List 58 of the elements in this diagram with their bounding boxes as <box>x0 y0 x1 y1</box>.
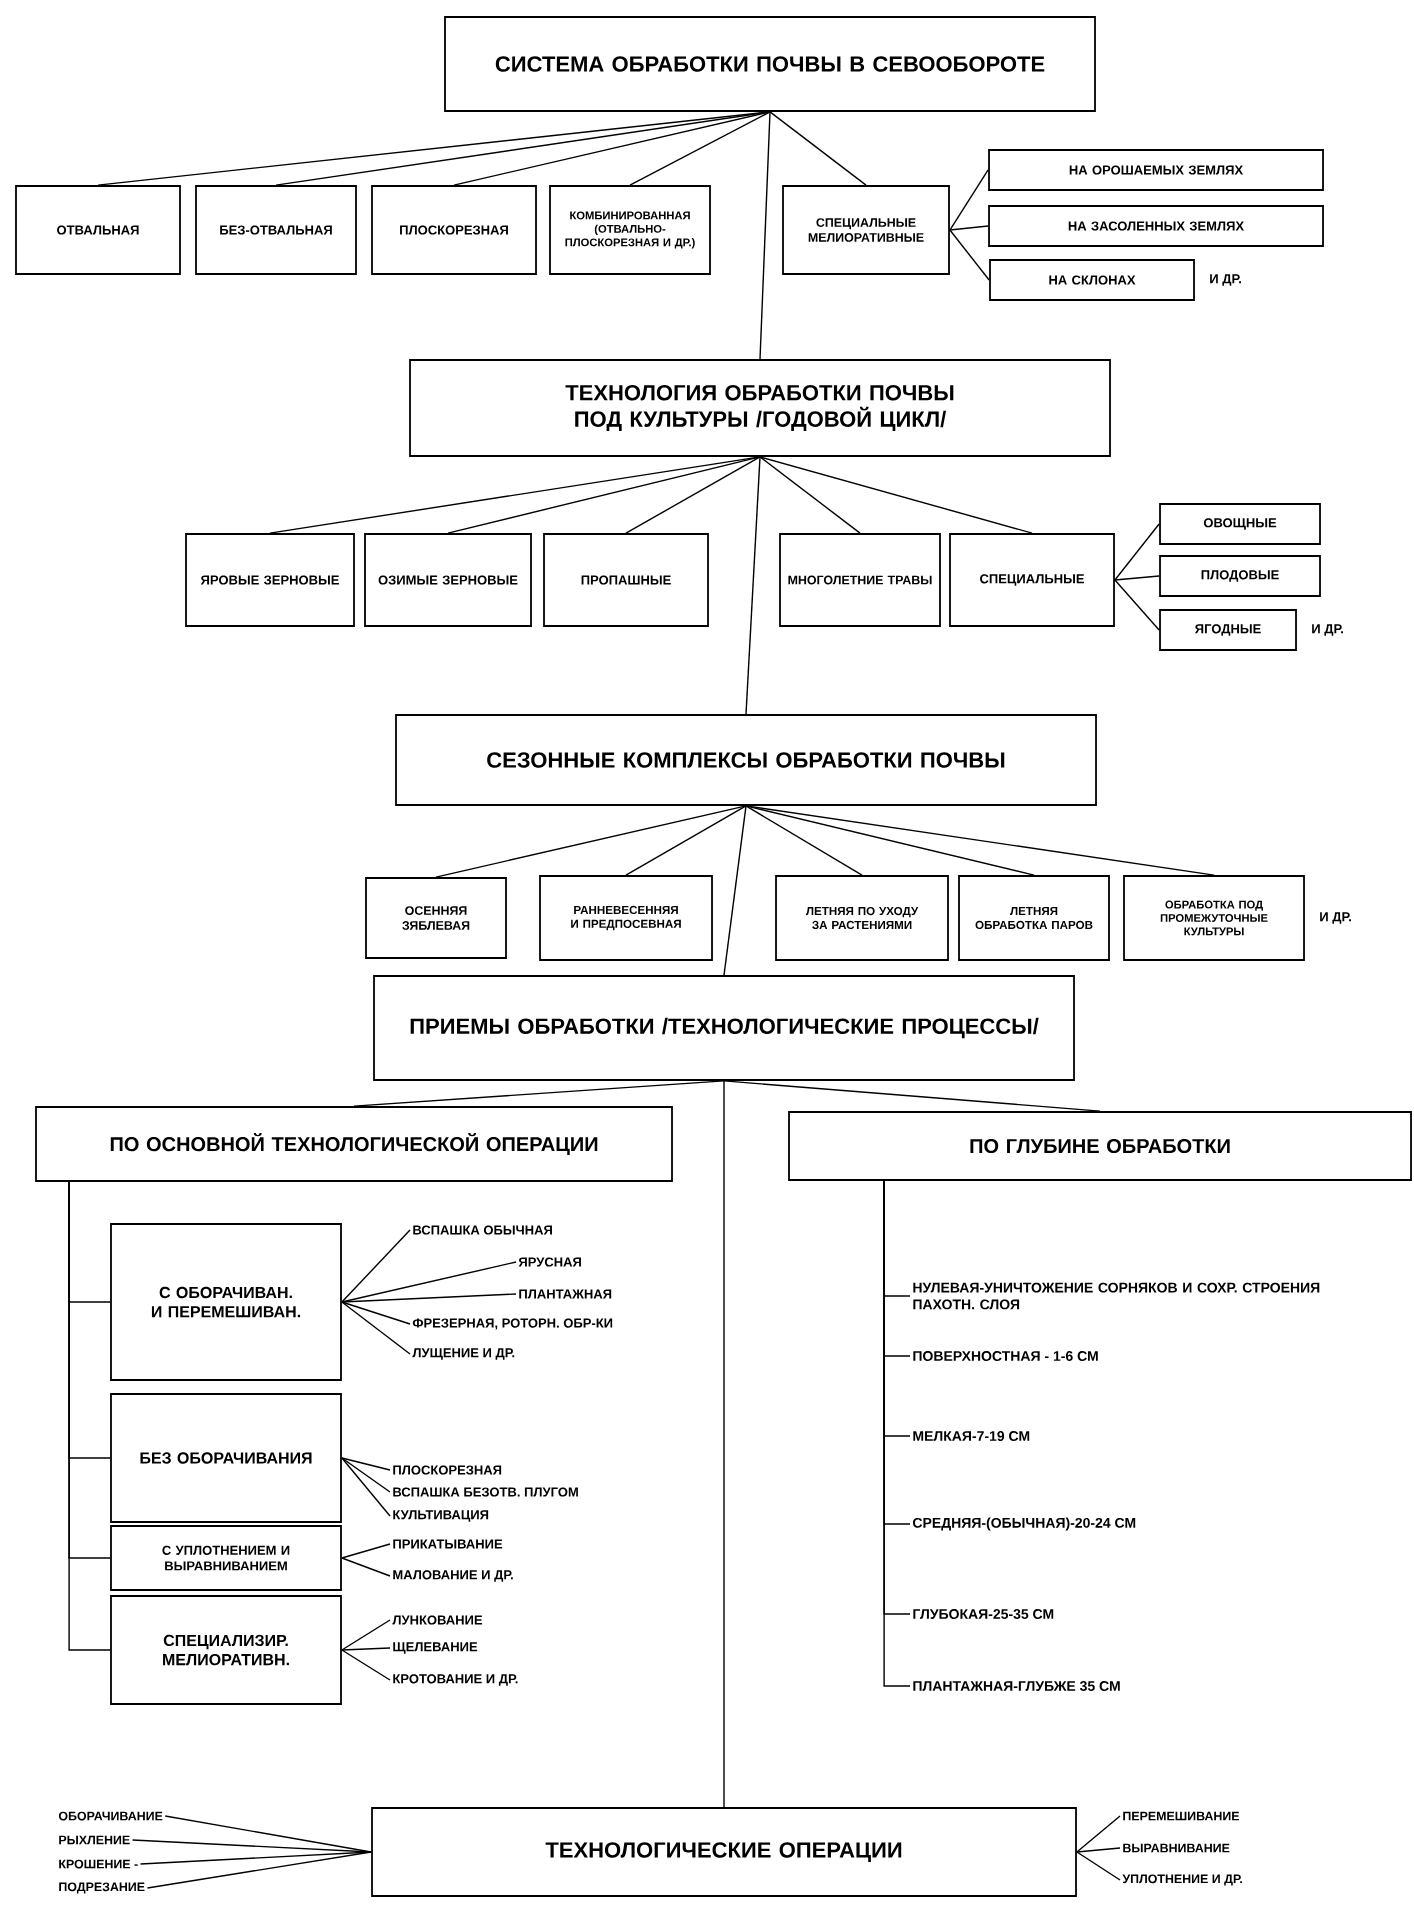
connector-line <box>625 456 761 534</box>
heading-box: СИСТЕМА ОБРАБОТКИ ПОЧВЫ В СЕВООБОРОТЕ <box>444 16 1096 112</box>
connector-line <box>341 1543 391 1559</box>
connector-line <box>139 1851 372 1865</box>
connector-line <box>1076 1815 1121 1853</box>
connector-line <box>723 805 747 976</box>
category-box: С ОБОРАЧИВАН. И ПЕРЕМЕШИВАН. <box>110 1223 342 1381</box>
connector-line <box>759 111 771 360</box>
connector-line <box>353 1080 725 1107</box>
heading-box: ПО ОСНОВНОЙ ТЕХНОЛОГИЧЕСКОЙ ОПЕРАЦИИ <box>35 1106 673 1182</box>
connector-line <box>341 1649 391 1681</box>
connector-line <box>1076 1851 1121 1881</box>
connector-line <box>146 1851 372 1889</box>
connector-line <box>269 456 761 534</box>
connector-line <box>745 805 1035 876</box>
category-box: СПЕЦИАЛИЗИР. МЕЛИОРАТИВН. <box>110 1595 342 1705</box>
connector-line <box>1114 575 1160 581</box>
connector-line <box>68 1181 111 1651</box>
heading-box: ПО ГЛУБИНЕ ОБРАБОТКИ <box>788 1111 1412 1181</box>
connector-line <box>723 1080 725 1808</box>
connector-line <box>1076 1847 1121 1853</box>
heading-box: ТЕХНОЛОГИЧЕСКИЕ ОПЕРАЦИИ <box>371 1807 1077 1897</box>
connector-line <box>131 1839 372 1853</box>
connector-line <box>745 805 1215 876</box>
connector-line <box>759 456 861 534</box>
connector-line <box>341 1557 391 1577</box>
connector-line <box>341 1261 517 1303</box>
heading-box: ПРИЕМЫ ОБРАБОТКИ /ТЕХНОЛОГИЧЕСКИЕ ПРОЦЕССЫ/ <box>373 975 1075 1081</box>
connector-line <box>447 456 761 534</box>
connector-line <box>341 1647 391 1651</box>
connector-line <box>745 456 761 715</box>
connector-line <box>341 1301 411 1355</box>
connector-line <box>723 1080 1101 1112</box>
connector-line <box>453 111 771 186</box>
heading-box: ТЕХНОЛОГИЯ ОБРАБОТКИ ПОЧВЫ ПОД КУЛЬТУРЫ /ГОДОВОЙ ЦИКЛ/ <box>409 359 1111 457</box>
connector-line <box>949 169 989 231</box>
connector-line <box>341 1301 411 1325</box>
connector-line <box>164 1815 372 1853</box>
connector-line <box>745 805 863 876</box>
connector-line <box>1114 523 1160 581</box>
connector-line <box>341 1293 517 1303</box>
connector-line <box>341 1619 391 1651</box>
connector-line <box>949 229 990 281</box>
category-box: БЕЗ ОБОРАЧИВАНИЯ <box>110 1393 342 1523</box>
connector-line <box>625 805 747 876</box>
connector-line <box>1114 579 1160 631</box>
connector-line <box>629 111 771 186</box>
heading-box: СЕЗОННЫЕ КОМПЛЕКСЫ ОБРАБОТКИ ПОЧВЫ <box>395 714 1097 806</box>
connector-line <box>435 805 747 878</box>
connector-line <box>341 1457 391 1517</box>
connector-line <box>97 111 771 186</box>
connector-line <box>341 1457 391 1471</box>
connector-line <box>341 1457 391 1493</box>
connector-line <box>275 111 771 186</box>
connector-line <box>949 225 989 231</box>
connector-line <box>341 1229 411 1303</box>
connector-line <box>759 456 1033 534</box>
connector-line <box>769 111 867 186</box>
